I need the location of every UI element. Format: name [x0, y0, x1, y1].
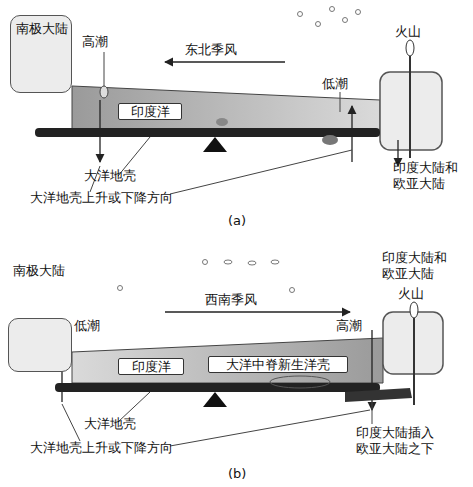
tide-gauge	[100, 86, 108, 98]
node-text: 大洋中脊新生洋壳	[209, 357, 347, 372]
annotation-label: 火山	[395, 24, 421, 40]
leader-line	[62, 404, 80, 441]
bubble	[290, 288, 295, 293]
ocean-water	[72, 338, 383, 383]
annotation-label: 火山	[398, 286, 424, 302]
annotation-label: (b)	[228, 466, 246, 482]
annotation-label: 印度大陆和欧亚大陆	[393, 160, 461, 192]
subducting-slab	[345, 388, 412, 402]
bubble	[203, 260, 208, 265]
volcano-vent	[410, 302, 418, 318]
annotation-label: 高潮	[336, 318, 362, 334]
annotation-label: 印度大陆插入欧亚大陆之下	[356, 425, 438, 457]
annotation-label: 高潮	[82, 34, 108, 50]
monsoon-arrow	[165, 311, 350, 312]
annotation-label: 大洋地壳	[84, 416, 136, 432]
ocean-water	[72, 86, 380, 130]
crust-blob	[216, 118, 228, 126]
bubble	[271, 260, 279, 264]
monsoon-arrow	[165, 61, 285, 62]
pivot-triangle	[203, 392, 227, 407]
ocean-label-box: 印度洋	[118, 358, 184, 375]
volcano-vent	[406, 40, 414, 56]
crust-blob	[322, 135, 338, 145]
bubble	[118, 286, 123, 291]
bubble	[224, 260, 232, 264]
bubble	[330, 7, 335, 12]
annotation-label: 大洋地壳上升或下降方向	[30, 190, 173, 206]
pivot-triangle	[203, 137, 227, 152]
ridge-crust-box: 大洋中脊新生洋壳	[208, 356, 348, 373]
bubble	[343, 18, 348, 23]
ocean-label-box: 印度洋	[118, 103, 182, 120]
leader-line	[372, 402, 373, 424]
annotation-label: 大洋地壳上升或下降方向	[30, 440, 173, 456]
annotation-label: 西南季风	[205, 292, 257, 308]
annotation-label: 大洋地壳	[84, 168, 136, 184]
continent-box: 南极大陆	[8, 318, 72, 372]
leader-line	[170, 410, 370, 446]
node-text: 南极大陆	[13, 263, 65, 279]
node-text: 印度洋	[119, 104, 181, 119]
ocean-crust-bar	[55, 383, 380, 392]
bubble	[298, 12, 303, 17]
node-text: 印度洋	[119, 359, 183, 374]
volcano-conduit	[413, 318, 415, 405]
tide-gauge	[104, 52, 105, 86]
annotation-label: (a)	[228, 213, 246, 229]
tide-gauge	[340, 92, 341, 112]
leader-line	[170, 150, 352, 194]
annotation-label: 低潮	[74, 318, 100, 334]
bubble	[316, 22, 321, 27]
node-text: 南极大陆	[16, 21, 68, 37]
volcano-conduit	[409, 56, 411, 158]
annotation-label: 低潮	[322, 76, 348, 92]
annotation-label: 东北季风	[185, 42, 237, 58]
annotation-label: 印度大陆和欧亚大陆	[382, 250, 450, 282]
bubble	[248, 261, 256, 265]
ridge-outline	[270, 376, 330, 388]
continent-box: 南极大陆	[10, 15, 72, 93]
bubble	[356, 10, 361, 15]
